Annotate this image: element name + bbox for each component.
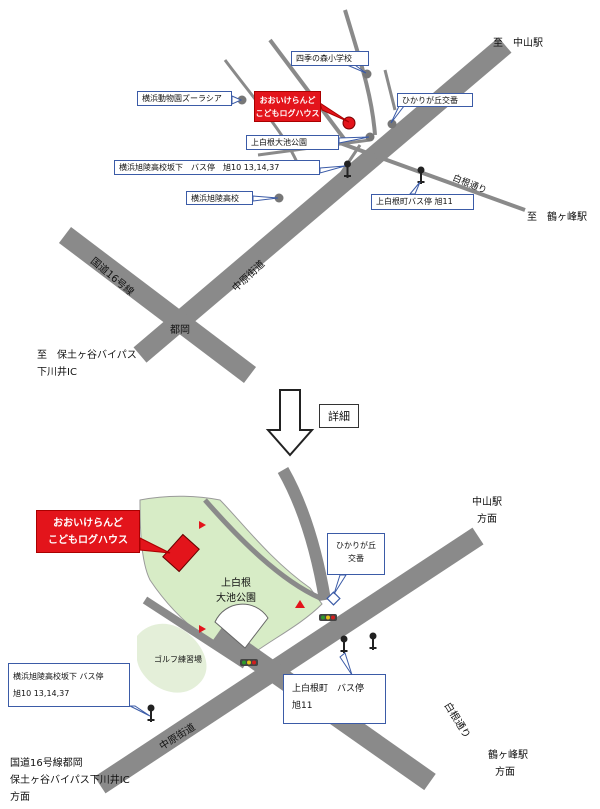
bottom-bus-stop-icon-1 bbox=[340, 635, 348, 653]
top-busk-pointer bbox=[319, 165, 346, 174]
callout-koban-text: ひかりが丘交番 bbox=[402, 96, 458, 105]
bottom-flag-2 bbox=[199, 625, 206, 633]
top-shirane-road bbox=[339, 141, 526, 212]
bottom-traffic-light-1 bbox=[240, 659, 258, 666]
detail-label: 詳細 bbox=[319, 404, 359, 428]
top-tsurugamine-label: 至 鶴ヶ峰駅 bbox=[527, 210, 587, 223]
bottom-tsurugamine-label-1: 鶴ヶ峰駅 bbox=[488, 748, 528, 761]
bottom-busk-pointer bbox=[129, 705, 151, 717]
bottom-route16-label-1: 国道16号線都岡 bbox=[10, 756, 83, 769]
callout-bus-kamishirane: 上白根町バス停 旭11 bbox=[371, 194, 474, 210]
top-koban-marker bbox=[387, 119, 397, 129]
callout-zoorasia: 横浜動物園ズーラシア bbox=[137, 91, 232, 106]
callout-ike-park: 上白根大池公園 bbox=[246, 135, 339, 150]
bottom-ballfield bbox=[214, 603, 269, 649]
bottom-route16-label-2: 保土ヶ谷バイパス下川井IC bbox=[10, 773, 130, 786]
bottom-golf-label: ゴルフ練習場 bbox=[154, 654, 202, 664]
top-shimokawai-label: 下川井IC bbox=[37, 365, 77, 378]
bottom-koban-marker bbox=[326, 591, 341, 606]
bottom-busm-pointer bbox=[339, 652, 353, 676]
bottom-curve-road-2 bbox=[203, 498, 322, 601]
top-shirane-label: 白根通り bbox=[451, 172, 489, 197]
callout-koban-bottom-line1: ひかりが丘 bbox=[336, 541, 376, 550]
callout-target-top-line2: こどもログハウス bbox=[255, 109, 320, 118]
bottom-flag-1 bbox=[199, 521, 206, 529]
bottom-tsurugamine-label-2: 方面 bbox=[495, 765, 515, 778]
bottom-park-label-1: 上白根 bbox=[221, 576, 251, 589]
top-nakayama-label: 至 中山駅 bbox=[493, 36, 543, 49]
callout-koban-bottom-line2: 交番 bbox=[348, 554, 364, 563]
bottom-bus-stop-icon-3 bbox=[147, 704, 155, 722]
bottom-route16-label-3: 方面 bbox=[10, 790, 30, 803]
callout-zoorasia-text: 横浜動物園ズーラシア bbox=[142, 94, 222, 103]
callout-bus-kosaka-text: 横浜旭陵高校坂下 バス停 旭10 13,14,37 bbox=[119, 163, 280, 172]
bottom-main-road bbox=[94, 527, 484, 794]
top-busm-pointer bbox=[408, 181, 421, 195]
bottom-flag-3 bbox=[295, 600, 305, 608]
bottom-park-label-2: 大池公園 bbox=[216, 591, 256, 604]
callout-highschool-text: 横浜旭陵高校 bbox=[191, 194, 239, 203]
top-highschool-marker bbox=[274, 193, 284, 203]
callout-bus-kamishirane-bottom-line2: 旭11 bbox=[292, 701, 313, 711]
top-park-pointer bbox=[338, 136, 370, 144]
top-park-marker bbox=[365, 132, 375, 142]
callout-target-top: おおいけらんど こどもログハウス bbox=[254, 91, 321, 122]
top-tsuoka-label: 都岡 bbox=[170, 324, 190, 336]
callout-bus-kamishirane-bottom-line1: 上白根町 バス停 bbox=[292, 684, 365, 694]
bottom-bus-stop-icon-2 bbox=[369, 632, 377, 650]
callout-shiki-school: 四季の森小学校 bbox=[291, 51, 369, 66]
callout-bus-kamishirane-text: 上白根町バス停 旭11 bbox=[376, 197, 453, 206]
top-zoo-pointer bbox=[231, 95, 243, 105]
callout-ike-park-text: 上白根大池公園 bbox=[251, 138, 307, 147]
top-route16 bbox=[58, 227, 257, 383]
callout-target-top-line1: おおいけらんど bbox=[259, 96, 316, 105]
top-side-road-3 bbox=[383, 69, 397, 111]
callout-koban: ひかりが丘交番 bbox=[397, 93, 473, 107]
bottom-golf-area bbox=[137, 623, 207, 693]
top-side-road-2 bbox=[328, 144, 362, 191]
callout-target-bottom-line1: おおいけらんど bbox=[53, 518, 123, 529]
top-hs-pointer bbox=[252, 195, 279, 202]
callout-bus-kosaka: 横浜旭陵高校坂下 バス停 旭10 13,14,37 bbox=[114, 160, 320, 175]
top-hodogaya-label: 至 保土ヶ谷バイパス bbox=[37, 348, 137, 361]
bottom-target-building bbox=[162, 533, 200, 573]
callout-bus-kosaka-bottom-line2: 旭10 13,14,37 bbox=[13, 689, 70, 698]
bottom-nakayama-label-2: 方面 bbox=[477, 512, 497, 525]
top-bus-stop-icon-2 bbox=[417, 166, 425, 184]
bottom-nakayama-label-1: 中山駅 bbox=[472, 495, 502, 508]
callout-koban-bottom: ひかりが丘 交番 bbox=[327, 533, 385, 575]
callout-shiki-school-text: 四季の森小学校 bbox=[296, 54, 352, 63]
bottom-side-road bbox=[142, 596, 248, 669]
top-bus-stop-icon-1 bbox=[344, 160, 351, 178]
callout-target-bottom-line2: こどもログハウス bbox=[48, 535, 128, 546]
callout-bus-kosaka-bottom: 横浜旭陵高校坂下 バス停 旭10 13,14,37 bbox=[8, 663, 130, 707]
callout-highschool: 横浜旭陵高校 bbox=[186, 191, 253, 205]
bottom-shirane-label: 白根通り bbox=[441, 700, 473, 741]
bottom-traffic-light-2 bbox=[319, 614, 337, 621]
top-target-pointer bbox=[319, 101, 350, 123]
callout-bus-kosaka-bottom-line1: 横浜旭陵高校坂下 バス停 bbox=[13, 672, 104, 681]
bottom-target-pointer bbox=[139, 537, 171, 554]
bottom-curve-road-1 bbox=[277, 467, 331, 601]
callout-bus-kamishirane-bottom: 上白根町 バス停 旭11 bbox=[283, 674, 386, 724]
down-arrow-icon bbox=[265, 389, 315, 457]
callout-target-bottom: おおいけらんど こどもログハウス bbox=[36, 510, 140, 553]
bottom-koban-pointer bbox=[333, 574, 347, 595]
